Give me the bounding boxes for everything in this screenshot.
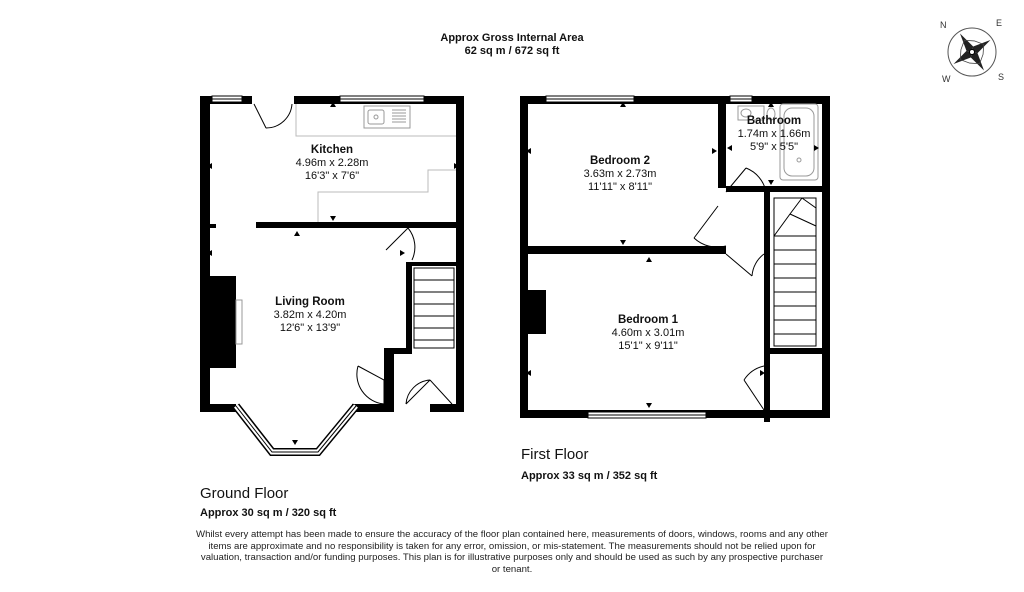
room-bathroom: Bathroom 1.74m x 1.66m 5'9" x 5'5" [726,115,822,154]
compass-label-s: S [998,72,1004,82]
room-metric: 1.74m x 1.66m [737,128,811,140]
room-name: Living Room [275,296,345,308]
first-stairs [773,197,817,347]
room-metric: 3.82m x 4.20m [273,309,347,321]
ground-floor-plan [200,95,464,456]
room-imperial: 12'6" x 13'9" [279,322,341,334]
room-imperial: 11'11" x 8'11" [588,181,652,193]
bathroom-fixtures [737,103,819,181]
compass-label-w: W [942,74,951,84]
ground-doors [253,103,453,405]
ground-floor-title: Ground Floor [200,485,289,502]
gross-area-value: 62 sq m / 672 sq ft [464,45,560,57]
first-dimension-arrows [526,102,819,408]
ground-stairs [413,267,455,349]
room-kitchen: Kitchen 4.96m x 2.28m 16'3" x 7'6" [252,144,412,183]
room-bedroom-2: Bedroom 2 3.63m x 2.73m 11'11" x 8'11" [540,155,700,194]
first-floor-title: First Floor [521,446,589,463]
room-imperial: 16'3" x 7'6" [304,170,360,182]
compass-label-e: E [996,18,1002,28]
disclaimer-text: Whilst every attempt has been made to en… [196,529,828,575]
first-floor-area: Approx 33 sq m / 352 sq ft [521,470,658,482]
room-bedroom-1: Bedroom 1 4.60m x 3.01m 15'1" x 9'11" [568,314,728,353]
sink-icon [363,105,411,129]
bay-window [232,403,360,456]
room-imperial: 5'9" x 5'5" [749,141,799,153]
first-windows [545,95,753,419]
room-name: Bedroom 1 [617,314,679,326]
ground-windows [211,95,425,103]
room-name: Bedroom 2 [589,155,651,167]
first-doors [693,167,767,411]
room-metric: 4.60m x 3.01m [611,327,685,339]
fireplace [235,299,243,345]
room-imperial: 15'1" x 9'11" [618,340,678,352]
room-name: Bathroom [746,115,802,127]
room-metric: 4.96m x 2.28m [295,157,369,169]
compass-rose-icon [947,27,997,77]
ground-floor-area: Approx 30 sq m / 320 sq ft [200,507,337,519]
first-floor-plan [520,95,830,422]
room-metric: 3.63m x 2.73m [583,168,657,180]
gross-area-title: Approx Gross Internal Area [440,32,584,44]
room-living-room: Living Room 3.82m x 4.20m 12'6" x 13'9" [230,296,390,335]
room-name: Kitchen [310,144,354,156]
compass-label-n: N [940,20,947,30]
ground-dimension-arrows [207,102,459,445]
